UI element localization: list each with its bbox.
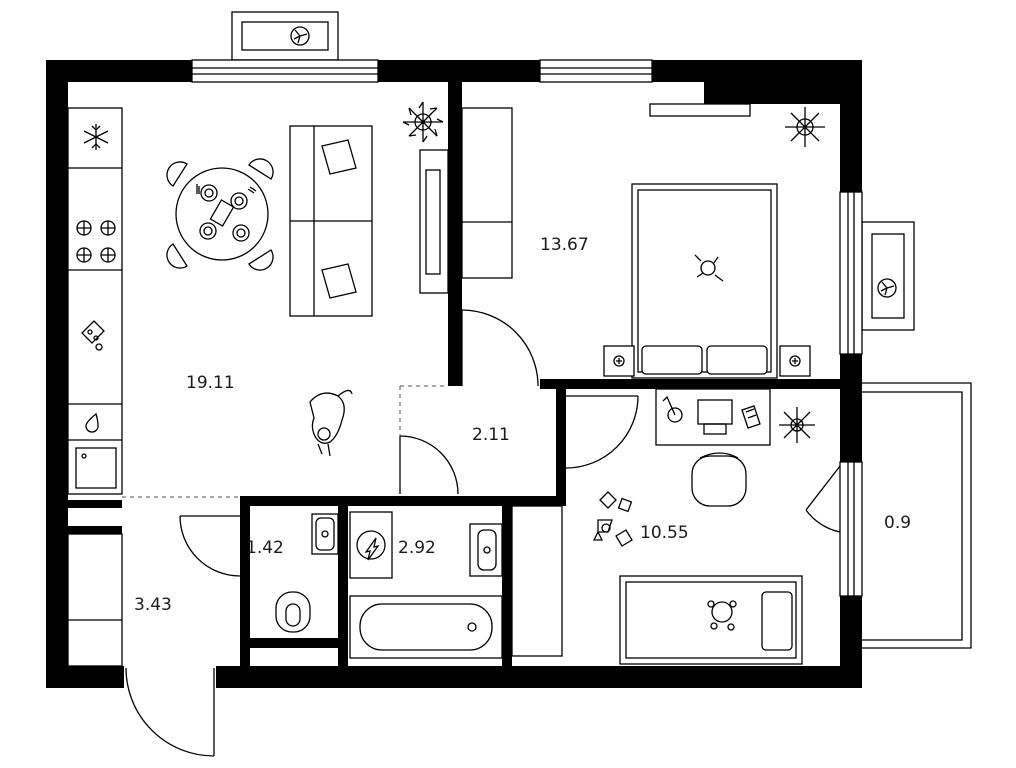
bathtub-icon: [349, 595, 503, 659]
dining-table-icon: [166, 158, 274, 271]
washbasin-icon: [469, 523, 503, 577]
double-bed-icon: [631, 183, 778, 379]
stove-icon: [76, 220, 116, 263]
living-kitchen-area: 19.11: [186, 373, 235, 393]
toy-blocks-icon: [592, 491, 633, 547]
doors: [122, 309, 841, 757]
room-labels: 19.11 13.67 2.11 10.55 1.42 2.92 3.43 0.…: [134, 235, 911, 615]
bed-pillow-icon: [641, 345, 768, 375]
plant-icon: [779, 407, 815, 443]
plant-icon: [785, 107, 825, 147]
office-chair-icon: [691, 452, 747, 507]
bedroom-area: 13.67: [540, 235, 589, 255]
hall-area: 2.11: [472, 425, 510, 445]
cutting-board-icon: [81, 320, 105, 351]
desk-icon: [655, 388, 771, 446]
cat-icon: [309, 389, 353, 457]
sofa-icon: [289, 125, 373, 317]
freezer-icon: [83, 124, 109, 150]
nightstand-icon: [779, 345, 811, 377]
air-conditioner-icon: [861, 221, 915, 331]
tv-icon: [419, 149, 449, 294]
book-icon: [741, 405, 761, 429]
wc-area: 1.42: [246, 538, 284, 558]
dishwasher: [75, 447, 117, 489]
bathroom-area: 2.92: [398, 538, 436, 558]
plant-icon: [402, 101, 444, 143]
air-conditioner-icon: [231, 11, 339, 61]
washing-machine-icon: [349, 511, 393, 579]
walls: [46, 60, 862, 688]
single-bed-icon: [619, 575, 803, 665]
kitchen-sink-icon: [85, 412, 99, 433]
kids-shelf: [511, 505, 563, 657]
balcony-area: 0.9: [884, 513, 911, 533]
toilet-icon: [275, 591, 311, 633]
desk-lamp-icon: [662, 395, 683, 423]
entrance-area: 3.43: [134, 595, 172, 615]
teddy-bear-icon: [694, 254, 724, 282]
nightstand-icon: [603, 345, 635, 377]
kids-room-area: 10.55: [640, 523, 689, 543]
laptop-icon: [697, 399, 733, 435]
kitchen-counter: [67, 107, 123, 495]
toy-icon: [707, 600, 737, 631]
wardrobe: [67, 533, 123, 667]
washbasin-icon: [311, 513, 339, 555]
wardrobe: [461, 107, 513, 279]
balcony: [862, 382, 972, 649]
radiator-icon: [649, 103, 751, 117]
